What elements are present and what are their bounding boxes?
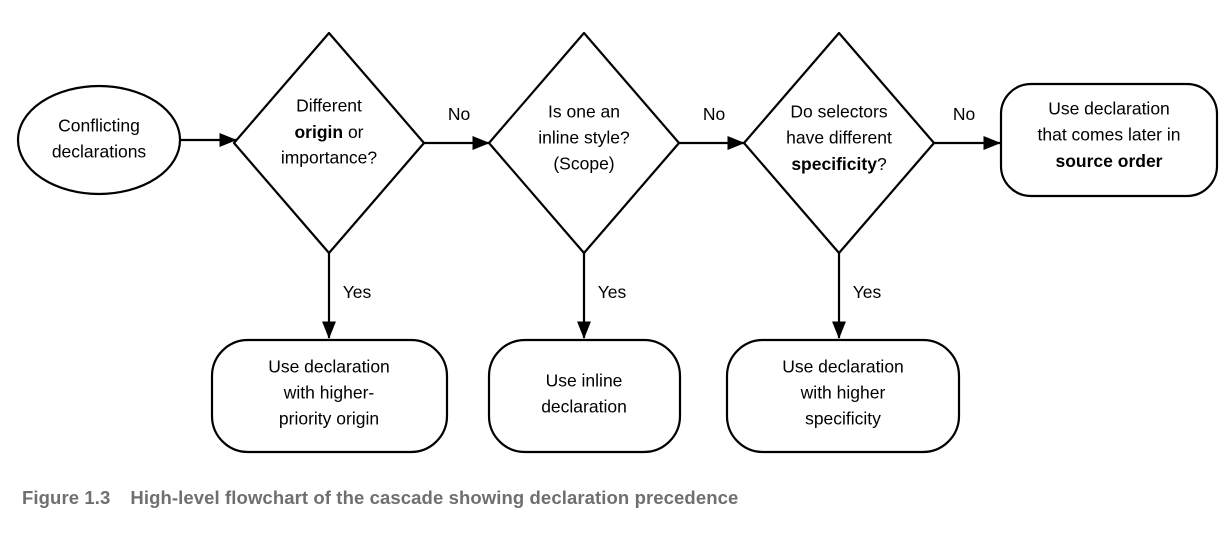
outcome-final-bold-source-order: source order xyxy=(1056,151,1163,171)
outcome-1-line3: priority origin xyxy=(279,409,379,429)
flowchart-canvas: Conflicting declarations Different origi… xyxy=(16,31,1219,454)
figure-caption-number: Figure 1.3 xyxy=(22,487,111,508)
node-outcome-source-order: Use declaration that comes later in sour… xyxy=(999,82,1219,198)
decision-1-label-line2: origin or xyxy=(294,122,363,142)
decision-1-label-line1: Different xyxy=(296,96,362,116)
node-decision-origin-importance: Different origin or importance? xyxy=(232,31,426,255)
outcome-final-line2: that comes later in xyxy=(1038,125,1181,145)
outcome-1-line2: with higher- xyxy=(283,383,375,403)
decision-2-label-line3: (Scope) xyxy=(553,154,614,174)
outcome-2-line2: declaration xyxy=(541,397,627,417)
edge-label-yes-2: Yes xyxy=(598,282,627,302)
figure-caption: Figure 1.3 High-level flowchart of the ca… xyxy=(22,487,738,509)
node-outcome-higher-specificity: Use declaration with higher specificity xyxy=(725,338,961,454)
node-decision-inline-style: Is one an inline style? (Scope) xyxy=(487,31,681,255)
start-label-line2: declarations xyxy=(52,142,147,162)
node-start-conflicting-declarations: Conflicting declarations xyxy=(16,84,182,196)
decision-3-bold-specificity: specificity xyxy=(791,154,877,174)
decision-3-line3-rest: ? xyxy=(877,154,887,174)
decision-1-bold-origin: origin xyxy=(294,122,343,142)
decision-1-line2-rest: or xyxy=(343,122,364,142)
outcome-final-line3: source order xyxy=(1056,151,1163,171)
edge-label-no-2: No xyxy=(703,104,725,124)
edge-label-no-1: No xyxy=(448,104,470,124)
figure-caption-text: High-level flowchart of the cascade show… xyxy=(130,487,739,508)
decision-2-label-line2: inline style? xyxy=(538,128,630,148)
edge-label-no-3: No xyxy=(953,104,975,124)
edge-label-yes-1: Yes xyxy=(343,282,372,302)
outcome-final-line1: Use declaration xyxy=(1048,99,1170,119)
outcome-1-line1: Use declaration xyxy=(268,357,390,377)
outcome-2-line1: Use inline xyxy=(546,371,623,391)
node-outcome-use-inline-declaration: Use inline declaration xyxy=(487,338,682,454)
decision-3-label-line3: specificity? xyxy=(791,154,887,174)
outcome-3-line1: Use declaration xyxy=(782,357,904,377)
node-decision-specificity: Do selectors have different specificity? xyxy=(742,31,936,255)
outcome-3-line2: with higher xyxy=(800,383,886,403)
start-label-line1: Conflicting xyxy=(58,116,140,136)
decision-3-label-line2: have different xyxy=(786,128,892,148)
node-outcome-higher-priority-origin: Use declaration with higher- priority or… xyxy=(210,338,449,454)
outcome-3-line3: specificity xyxy=(805,409,881,429)
decision-3-label-line1: Do selectors xyxy=(790,102,888,122)
decision-1-label-line3: importance? xyxy=(281,148,378,168)
edge-label-yes-3: Yes xyxy=(853,282,882,302)
decision-2-label-line1: Is one an xyxy=(548,102,620,122)
